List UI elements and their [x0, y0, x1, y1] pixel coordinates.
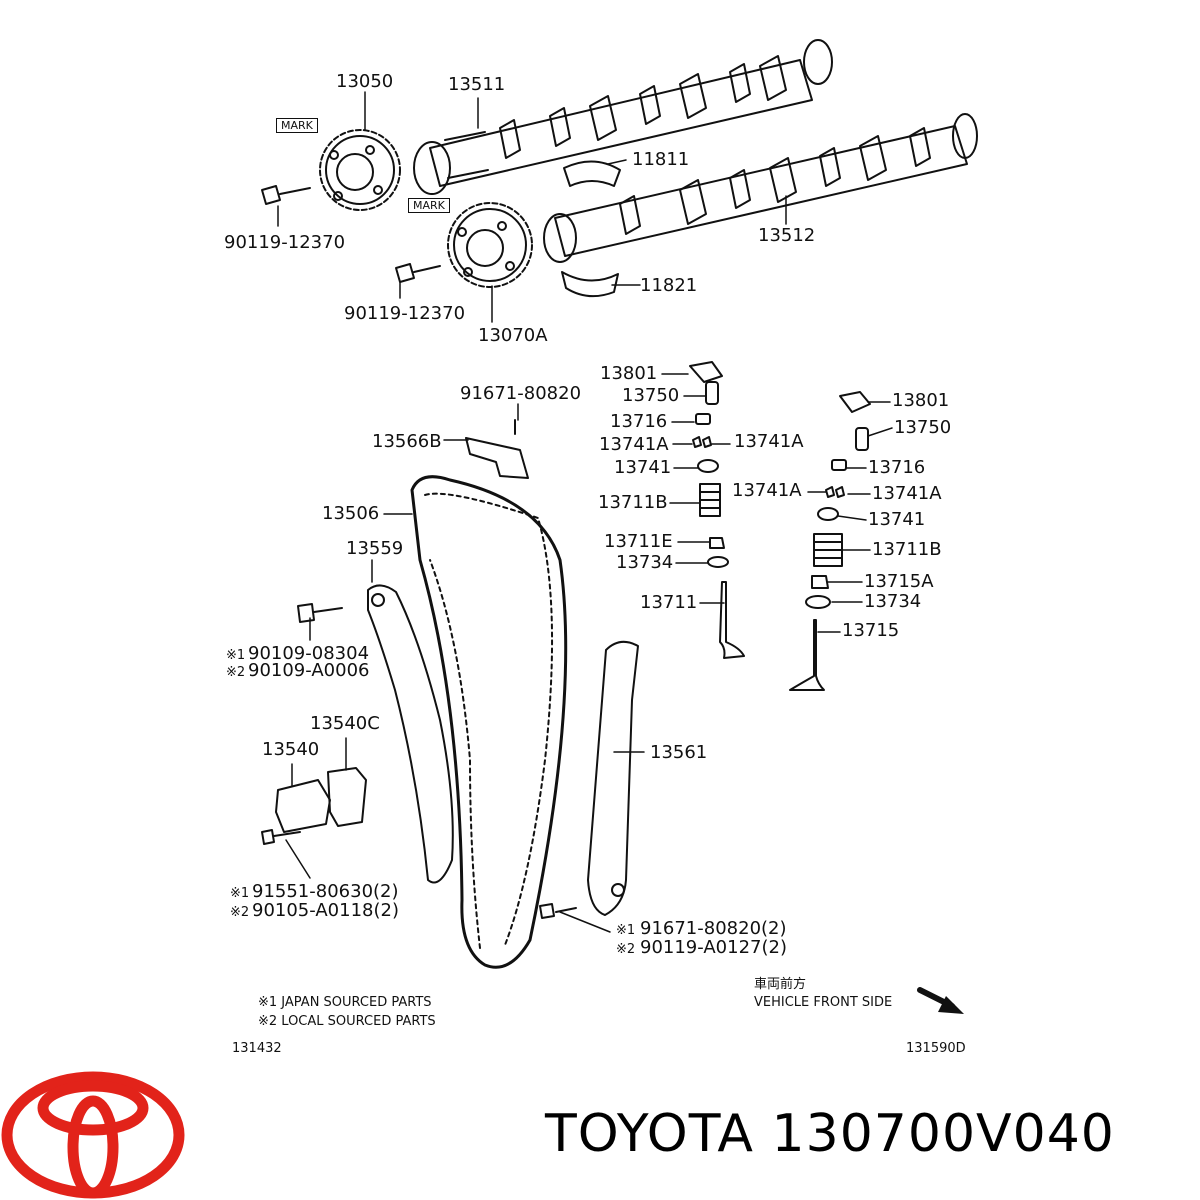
keepers-left — [692, 436, 712, 448]
camshaft-13512 — [543, 113, 978, 263]
label-13741-right: 13741 — [868, 509, 926, 530]
washer-right — [805, 595, 831, 609]
spring-left — [699, 483, 721, 517]
lash-adjuster-left — [705, 381, 719, 405]
label-13741a-left-b: 13741A — [734, 431, 804, 452]
label-91671-top: 91671-80820 — [460, 383, 582, 404]
label-13711e: 13711E — [604, 531, 673, 552]
label-13506: 13506 — [322, 503, 380, 524]
label-90119-bottom: 90119-A0127(2) — [640, 937, 787, 958]
mark-label-2: MARK — [408, 198, 450, 213]
ref-right: 131590D — [906, 1041, 966, 1056]
bolt-90119-a — [261, 185, 311, 205]
leader-lines — [277, 91, 893, 933]
washer-left — [707, 556, 729, 568]
label-13741a-right-b: 13741A — [872, 483, 942, 504]
sprocket-13050 — [319, 129, 401, 211]
bolt-90119-b — [395, 263, 441, 283]
bearing-11811 — [563, 160, 621, 187]
label-90109-1: 90109-08304 — [248, 643, 370, 664]
label-13715a: 13715A — [864, 571, 934, 592]
timing-chain-13506 — [410, 475, 568, 969]
label-13716-right: 13716 — [868, 457, 926, 478]
sprocket-13070a — [447, 202, 533, 288]
label-13734-right: 13734 — [864, 591, 922, 612]
retainer-left — [697, 459, 719, 473]
label-13566b: 13566B — [372, 431, 442, 452]
gasket-13540c — [327, 767, 367, 827]
label-13711b-right: 13711B — [872, 539, 942, 560]
seal-left — [709, 537, 725, 549]
label-13741a-left-a: 13741A — [599, 434, 669, 455]
label-91551: 91551-80630(2) — [252, 881, 399, 902]
label-13070a: 13070A — [478, 325, 548, 346]
label-13711: 13711 — [640, 592, 698, 613]
mark-label-1: MARK — [276, 118, 318, 133]
label-13750-left: 13750 — [622, 385, 680, 406]
note-mark2-c: ※2 — [616, 942, 636, 957]
bearing-11821 — [561, 271, 619, 298]
label-13741-left: 13741 — [614, 457, 672, 478]
ref-left: 131432 — [232, 1041, 282, 1056]
toyota-logo — [1, 1071, 185, 1199]
spring-right — [813, 533, 843, 567]
chain-guide-13561 — [587, 640, 639, 916]
note-mark2-a: ※2 — [226, 665, 246, 680]
label-13734-left: 13734 — [616, 552, 674, 573]
brand-part-number: TOYOTA 130700V040 — [545, 1104, 1115, 1164]
label-13050: 13050 — [336, 71, 394, 92]
note-mark2-b: ※2 — [230, 905, 250, 920]
label-13561: 13561 — [650, 742, 708, 763]
cap-left — [695, 413, 711, 425]
seal-right — [811, 575, 829, 589]
label-13715: 13715 — [842, 620, 900, 641]
label-11821: 11821 — [640, 275, 698, 296]
label-13511: 13511 — [448, 74, 506, 95]
label-90119-a: 90119-12370 — [224, 232, 346, 253]
label-13711b-left: 13711B — [598, 492, 668, 513]
front-side-en: VEHICLE FRONT SIDE — [754, 995, 893, 1010]
note-mark1-c: ※1 — [616, 923, 636, 938]
label-90109-2: 90109-A0006 — [248, 660, 370, 681]
valve-right — [789, 619, 825, 691]
keepers-right — [825, 486, 845, 498]
label-13801-right: 13801 — [892, 390, 950, 411]
chain-slipper-13559 — [367, 584, 454, 884]
label-13540: 13540 — [262, 739, 320, 760]
bolt-91551 — [261, 829, 301, 845]
chain-guide-13566b — [465, 437, 529, 479]
bolt-90109 — [297, 603, 343, 623]
rocker-arm-left — [689, 361, 723, 383]
note-mark1-a: ※1 — [226, 648, 246, 663]
cap-right — [831, 459, 847, 471]
label-11811: 11811 — [632, 149, 690, 170]
valve-left — [719, 581, 745, 659]
label-90119-b: 90119-12370 — [344, 303, 466, 324]
label-91671-bottom: 91671-80820(2) — [640, 918, 787, 939]
label-90105: 90105-A0118(2) — [252, 900, 399, 921]
front-side-jp: 車両前方 — [754, 977, 807, 992]
label-13716-left: 13716 — [610, 411, 668, 432]
legend-japan: ※1 JAPAN SOURCED PARTS — [258, 995, 432, 1010]
label-13559: 13559 — [346, 538, 404, 559]
bolt-91671-bottom — [539, 903, 577, 919]
rocker-arm-right — [839, 391, 871, 413]
retainer-right — [817, 507, 839, 521]
label-13540c: 13540C — [310, 713, 380, 734]
tensioner-13540 — [275, 779, 331, 833]
legend-local: ※2 LOCAL SOURCED PARTS — [258, 1014, 436, 1029]
lash-adjuster-right — [855, 427, 869, 451]
camshaft-13511 — [413, 39, 833, 195]
note-mark1-b: ※1 — [230, 886, 250, 901]
label-13750-right: 13750 — [894, 417, 952, 438]
label-13801-left: 13801 — [600, 363, 658, 384]
label-13512: 13512 — [758, 225, 816, 246]
label-13741a-right-a: 13741A — [732, 480, 802, 501]
